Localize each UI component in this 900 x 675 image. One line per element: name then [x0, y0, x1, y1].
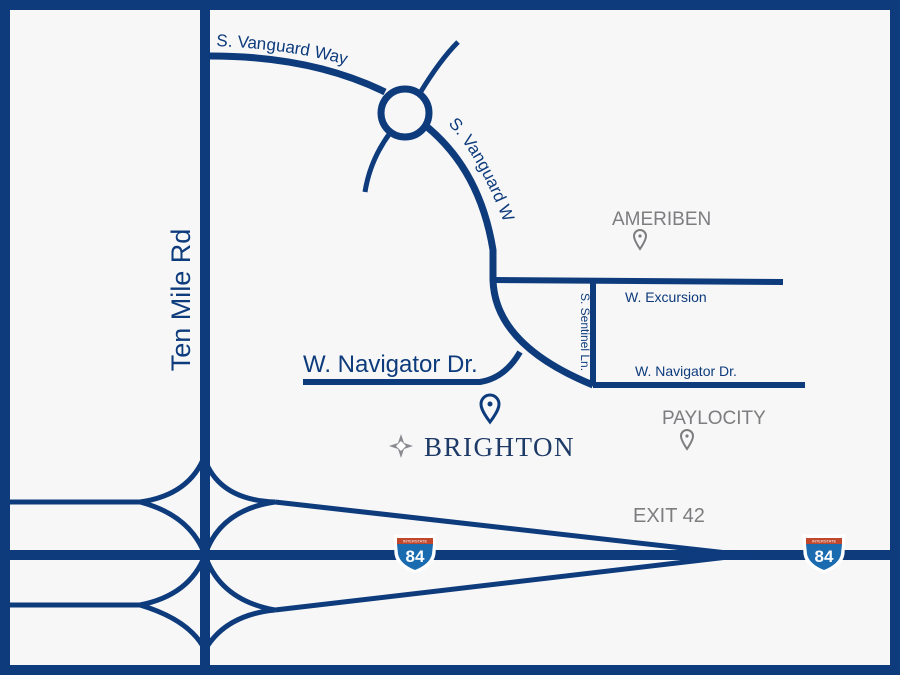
- exit-ramp-east: [274, 499, 746, 558]
- shield-header: INTERSTATE: [403, 539, 428, 544]
- ramp-se-inner: [202, 554, 276, 613]
- interstate-shield-icon: INTERSTATE 84: [393, 534, 437, 574]
- entry-ramp-east: [274, 552, 746, 613]
- compass-star-icon: [389, 434, 413, 458]
- ameriben-label: AMERIBEN: [612, 209, 711, 230]
- map-pin-icon[interactable]: [479, 393, 501, 425]
- ramp-se: [202, 607, 276, 652]
- vanguard-way-label-diag: S. Vanguard Way: [0, 0, 518, 224]
- vanguard-way-south: [423, 123, 595, 389]
- navigator-right-label: W. Navigator Dr.: [635, 363, 737, 379]
- shield-number: 84: [406, 547, 425, 566]
- interstate-shield-icon: INTERSTATE 84: [802, 534, 846, 574]
- excursion-label: W. Excursion: [625, 289, 707, 305]
- ramp-sw: [139, 602, 208, 652]
- brighton-label: BRIGHTON: [424, 432, 575, 462]
- ramp-ne-inner: [202, 499, 276, 556]
- exit-label: EXIT 42: [633, 505, 705, 527]
- ramp-nw: [139, 454, 208, 505]
- poi-pin-icon: [632, 229, 648, 251]
- excursion-road: [492, 277, 784, 285]
- sentinel-label: S. Sentinel Ln.: [578, 293, 592, 371]
- ramp-nw-inner: [139, 499, 208, 556]
- vanguard-way-west: [204, 52, 387, 96]
- roundabout: [377, 85, 433, 141]
- navigator-road-west: [303, 350, 523, 385]
- shield-header: INTERSTATE: [812, 539, 837, 544]
- navigator-left-label: W. Navigator Dr.: [303, 351, 478, 378]
- ramp-sw-inner: [139, 554, 208, 608]
- roundabout-leg-sw: [362, 131, 393, 193]
- paylocity-label: PAYLOCITY: [662, 408, 766, 429]
- ten-mile-label: Ten Mile Rd: [166, 229, 196, 372]
- poi-pin-icon: [679, 429, 695, 451]
- ramp-ne: [202, 459, 276, 505]
- shield-number: 84: [815, 547, 834, 566]
- roundabout-leg-ne: [417, 40, 460, 95]
